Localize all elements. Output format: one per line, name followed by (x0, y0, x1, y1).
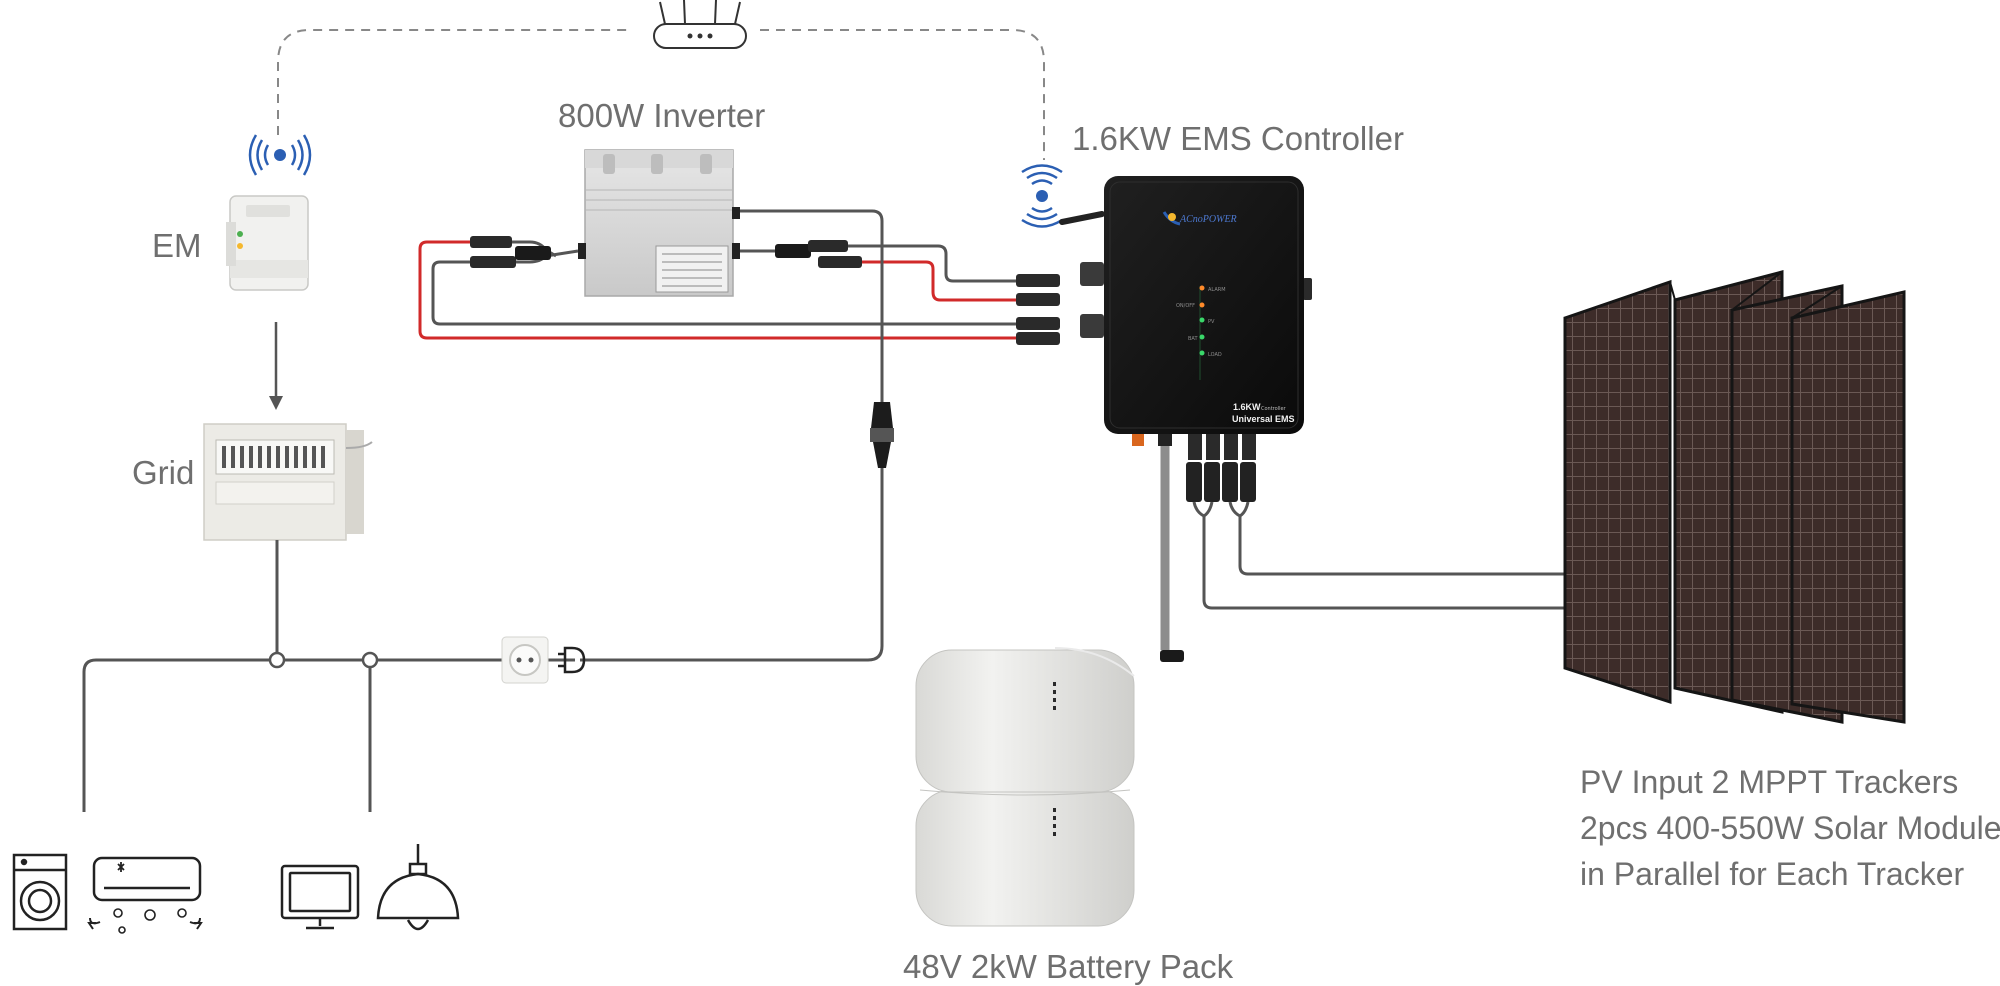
inverter-ac-cable (740, 209, 884, 490)
inverter-label: 800W Inverter (558, 97, 765, 134)
plug-icon (558, 646, 586, 674)
solar-panel (1563, 279, 1672, 705)
em-label: EM (152, 227, 202, 264)
controller-power: 1.6KW (1233, 402, 1261, 412)
inverter-dc-out-black (740, 244, 1016, 283)
indicator-load: LOAD (1208, 352, 1222, 358)
battery-label: 48V 2kW Battery Pack (903, 948, 1234, 985)
grid-label: Grid (132, 454, 194, 491)
ac-connector (870, 402, 894, 468)
ems-controller-device: ACnoPOWER ALARM ON/OFF PV BAT LOAD 1.6KW… (1059, 176, 1312, 460)
inverter-dc-wire-red (418, 240, 1016, 340)
bus-junction (361, 651, 379, 669)
wifi-icon (1021, 164, 1063, 228)
indicator-alarm: ALARM (1208, 287, 1226, 293)
controller-model: Universal EMS (1232, 414, 1295, 424)
pv-label-line-1: PV Input 2 MPPT Trackers (1580, 764, 1958, 800)
indicator-side-tag: ON/OFF (1176, 303, 1195, 309)
mc4-connector (1016, 262, 1104, 345)
wifi-icon (248, 134, 312, 176)
energy-meter (226, 195, 309, 291)
ac-bus-line (82, 490, 884, 812)
wifi-link-line (277, 29, 1045, 160)
controller-brand: ACnoPOWER (1179, 214, 1237, 225)
pv-label-line-2: 2pcs 400-550W Solar Module (1580, 810, 2000, 846)
pv-string-wire (1192, 501, 1565, 610)
arrow-down-icon (269, 396, 283, 410)
socket-icon (501, 636, 549, 684)
indicator-pv: PV (1208, 319, 1215, 325)
air-conditioner-icon (87, 856, 203, 934)
monitor-icon (280, 864, 360, 930)
washing-machine-icon (12, 853, 68, 931)
inverter-dc-out-red (860, 260, 1016, 302)
lamp-icon (376, 844, 460, 931)
controller-power-sub: Controller (1261, 406, 1287, 412)
solar-panel (1790, 290, 1906, 724)
router-icon (653, 0, 747, 49)
bus-junction (268, 651, 286, 669)
mc4-connector (470, 236, 551, 268)
battery-pack (915, 647, 1184, 927)
inverter-device (578, 149, 740, 297)
pv-string-wire (1228, 501, 1565, 576)
inverter-dc-wire-black (431, 260, 1016, 326)
indicator-bat: BAT (1188, 336, 1198, 342)
mc4-connector (1186, 462, 1256, 502)
distribution-box (203, 423, 373, 541)
mc4-connector (775, 240, 862, 268)
ems-controller-label: 1.6KW EMS Controller (1072, 120, 1404, 157)
pv-label-line-3: in Parallel for Each Tracker (1580, 856, 1965, 892)
